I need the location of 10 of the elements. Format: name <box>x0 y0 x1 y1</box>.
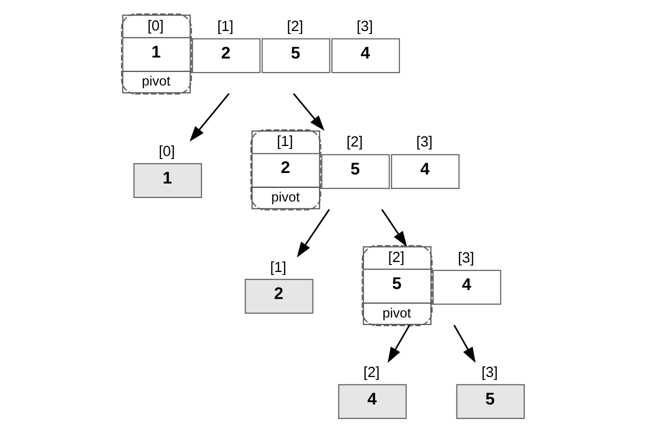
arrow <box>387 324 410 362</box>
arrow <box>380 208 406 246</box>
node-label: [2] <box>362 364 380 381</box>
arrow <box>296 208 330 258</box>
node-label: [3] <box>481 364 498 381</box>
node-label: [0] <box>158 144 174 160</box>
arrow <box>292 92 324 130</box>
node-label: [1] <box>270 260 286 276</box>
arrow <box>452 324 476 362</box>
arrow <box>189 92 230 142</box>
